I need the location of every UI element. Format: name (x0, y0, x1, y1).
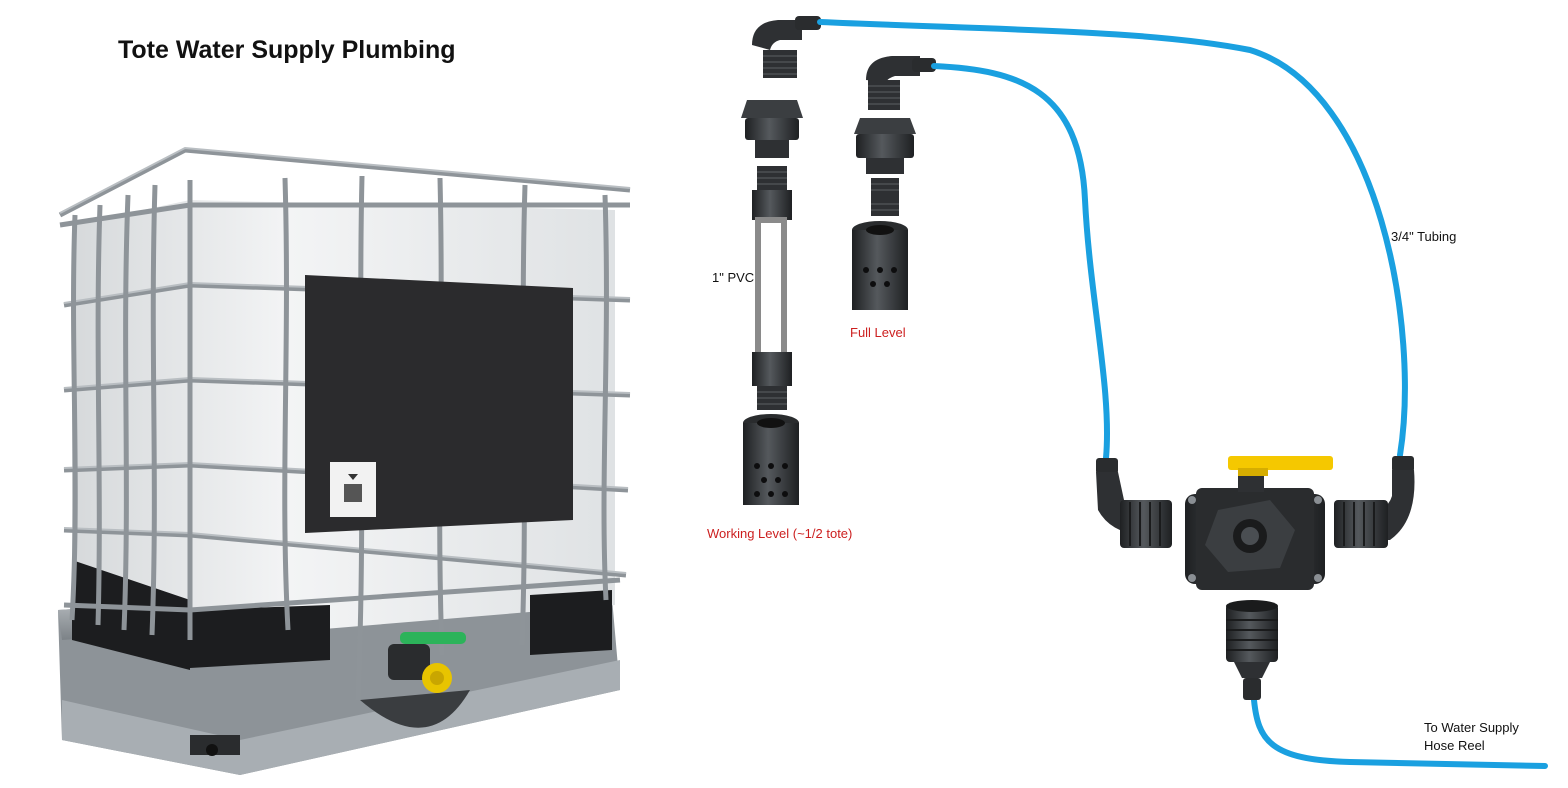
label-placard (305, 275, 573, 533)
valve-body (1185, 470, 1325, 590)
ibc-tote (58, 146, 631, 775)
elbow-fitting (866, 56, 936, 110)
left-elbow-fitting (1096, 458, 1172, 548)
foot-strainer (852, 221, 908, 310)
diagram-title: Tote Water Supply Plumbing (118, 36, 456, 64)
tubing-working-to-valve (817, 19, 1408, 458)
working-level-label: Working Level (~1/2 tote) (707, 526, 853, 541)
bottom-hose-barb (1226, 600, 1278, 700)
full-level-assembly (852, 56, 936, 310)
bulkhead-fitting (854, 118, 916, 174)
tubing-full-to-valve (931, 63, 1111, 461)
bulkhead-fitting (741, 100, 803, 158)
tubing-to-supply (1251, 697, 1548, 769)
water-supply-label-line2: Hose Reel (1424, 738, 1485, 753)
pvc-label: 1" PVC (712, 270, 755, 285)
elbow-fitting (752, 16, 821, 78)
foot-strainer (743, 414, 799, 505)
right-elbow-fitting (1334, 456, 1415, 548)
water-supply-label: To Water Supply Hose Reel (1424, 719, 1519, 755)
working-level-assembly (741, 16, 821, 505)
full-level-label: Full Level (850, 325, 906, 340)
pvc-pipe (755, 217, 787, 359)
three-way-valve-assembly (1096, 456, 1415, 700)
tubing-label: 3/4" Tubing (1391, 229, 1457, 244)
water-supply-label-line1: To Water Supply (1424, 720, 1519, 735)
tote-outlet-valve (388, 632, 466, 693)
valve-handle (1228, 456, 1333, 476)
tubing-lines (817, 19, 1548, 769)
